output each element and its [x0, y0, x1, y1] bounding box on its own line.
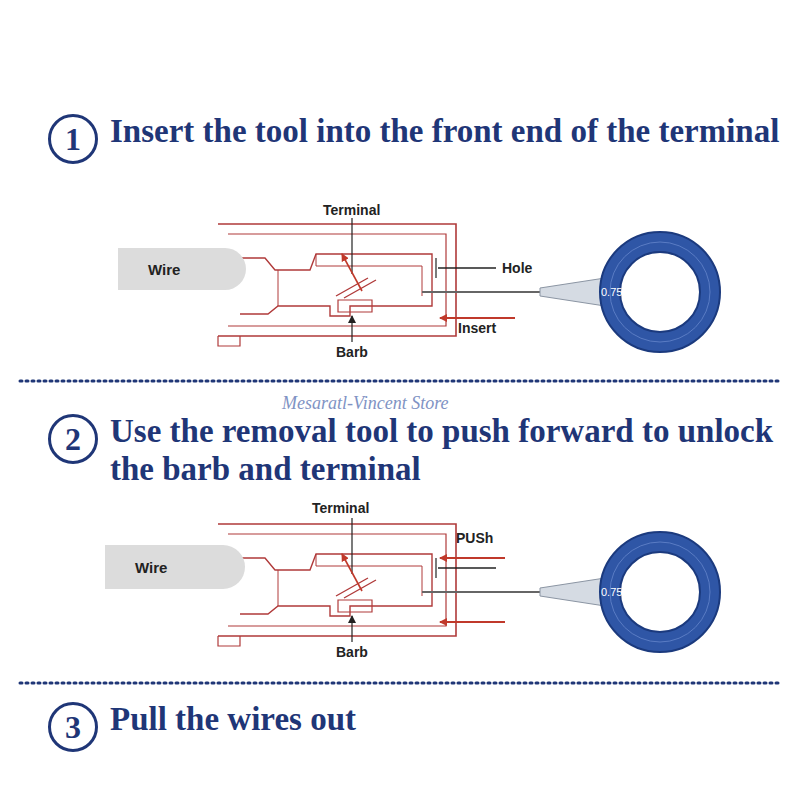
step-heading: 2Use the removal tool to push forward to… [48, 412, 790, 488]
step-number: 3 [48, 702, 98, 752]
size-label: 0.75 [601, 286, 622, 298]
size-label: 0.75 [601, 586, 622, 598]
step-text: Insert the tool into the front end of th… [110, 112, 790, 150]
step-heading: 3 Pull the wires out [48, 700, 790, 752]
part-label: Terminal [323, 202, 380, 218]
wire-label: Wire [148, 261, 180, 278]
step-heading: 1 Insert the tool into the front end of t… [48, 112, 790, 164]
wire-band: Wire [105, 545, 245, 589]
action-label: Insert [458, 320, 496, 336]
step-number: 1 [48, 114, 98, 164]
part-label: Barb [336, 344, 368, 360]
step-text: Pull the wires out [110, 700, 790, 738]
action-label: PUSh [456, 530, 493, 546]
wire-band: Wire [118, 248, 246, 290]
step-text: Use the removal tool to push forward to … [110, 412, 790, 488]
wire-label: Wire [135, 559, 167, 576]
step-number: 2 [48, 414, 98, 464]
part-label: Terminal [312, 500, 369, 516]
part-label: Hole [502, 260, 532, 276]
watermark: Mesaratl-Vincent Store [282, 393, 448, 414]
part-label: Barb [336, 644, 368, 660]
